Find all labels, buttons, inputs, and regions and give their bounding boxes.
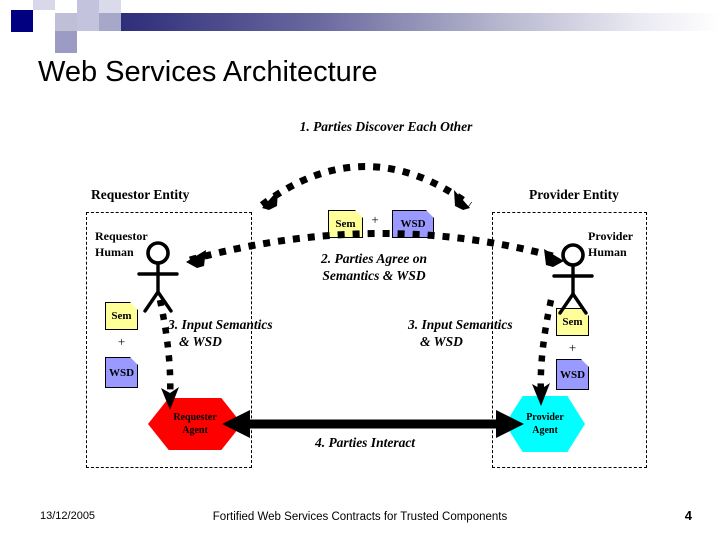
step-2-label-line2: Semantics & WSD — [322, 268, 426, 283]
center-sem-label: Sem — [335, 218, 356, 230]
header-square-mid-2 — [55, 13, 77, 31]
provider-agent-label-line1: Provider — [526, 412, 564, 423]
center-wsd-document: WSD — [392, 210, 434, 238]
requestor-sem-document: Sem — [105, 302, 138, 330]
footer-title: Fortified Web Services Contracts for Tru… — [212, 511, 508, 523]
step-3-right-label-line1: 3. Input Semantics — [408, 317, 513, 332]
provider-agent-label-line2: Agent — [532, 425, 558, 436]
provider-wsd-document: WSD — [556, 359, 589, 390]
header-gradient-bar — [30, 13, 720, 31]
requester-agent-label-line2: Agent — [182, 425, 208, 436]
requestor-wsd-document: WSD — [105, 357, 138, 388]
step-1-label: 1. Parties Discover Each Other — [299, 119, 473, 134]
header-square-mid-1 — [77, 0, 99, 31]
requestor-entity-label: Requestor Entity — [91, 187, 190, 202]
document-fold-icon — [130, 302, 138, 310]
provider-wsd-label: WSD — [559, 368, 586, 381]
step-3-left-label-line2: & WSD — [179, 334, 222, 349]
header-square-light-1 — [33, 0, 55, 13]
document-fold-icon — [581, 308, 589, 316]
provider-human-label-line2: Human — [588, 245, 627, 259]
provider-plus-label: + — [568, 340, 577, 355]
requestor-human-label-line2: Human — [95, 245, 134, 259]
header-square-white-1 — [55, 0, 77, 13]
step-4-label: 4. Parties Interact — [314, 435, 416, 450]
step-3-right-label-line2: & WSD — [420, 334, 463, 349]
header-square-white-2 — [33, 10, 55, 32]
page-title: Web Services Architecture — [38, 56, 378, 88]
header-square-light-2 — [99, 0, 121, 13]
requester-agent-label-line1: Requester — [173, 412, 217, 423]
document-fold-icon — [130, 357, 138, 365]
provider-human-label-line1: Provider — [588, 229, 634, 243]
header-square-mid-4 — [55, 31, 77, 53]
discover-arc-connector — [259, 163, 473, 210]
center-wsd-label: WSD — [400, 218, 426, 230]
center-sem-document: Sem — [328, 210, 363, 238]
document-fold-icon — [426, 210, 434, 218]
step-2-label-line1: 2. Parties Agree on — [321, 251, 427, 266]
step-3-left-label-line1: 3. Input Semantics — [168, 317, 273, 332]
footer-date: 13/12/2005 — [40, 510, 96, 522]
provider-entity-boundary — [492, 212, 647, 468]
provider-sem-label: Sem — [562, 316, 583, 328]
footer-page-number: 4 — [684, 508, 692, 523]
header-square-mid-3 — [99, 13, 121, 31]
requestor-entity-boundary — [86, 212, 252, 468]
requestor-human-label-line1: Requestor — [95, 229, 148, 243]
header-square-navy — [11, 10, 33, 32]
provider-sem-document: Sem — [556, 308, 589, 336]
document-fold-icon — [581, 359, 589, 367]
center-plus-label: + — [371, 212, 379, 227]
requestor-sem-label: Sem — [111, 310, 132, 322]
requestor-plus-label: + — [117, 334, 126, 349]
document-fold-icon — [355, 210, 363, 218]
requestor-wsd-label: WSD — [108, 366, 135, 379]
provider-entity-label: Provider Entity — [529, 187, 619, 202]
